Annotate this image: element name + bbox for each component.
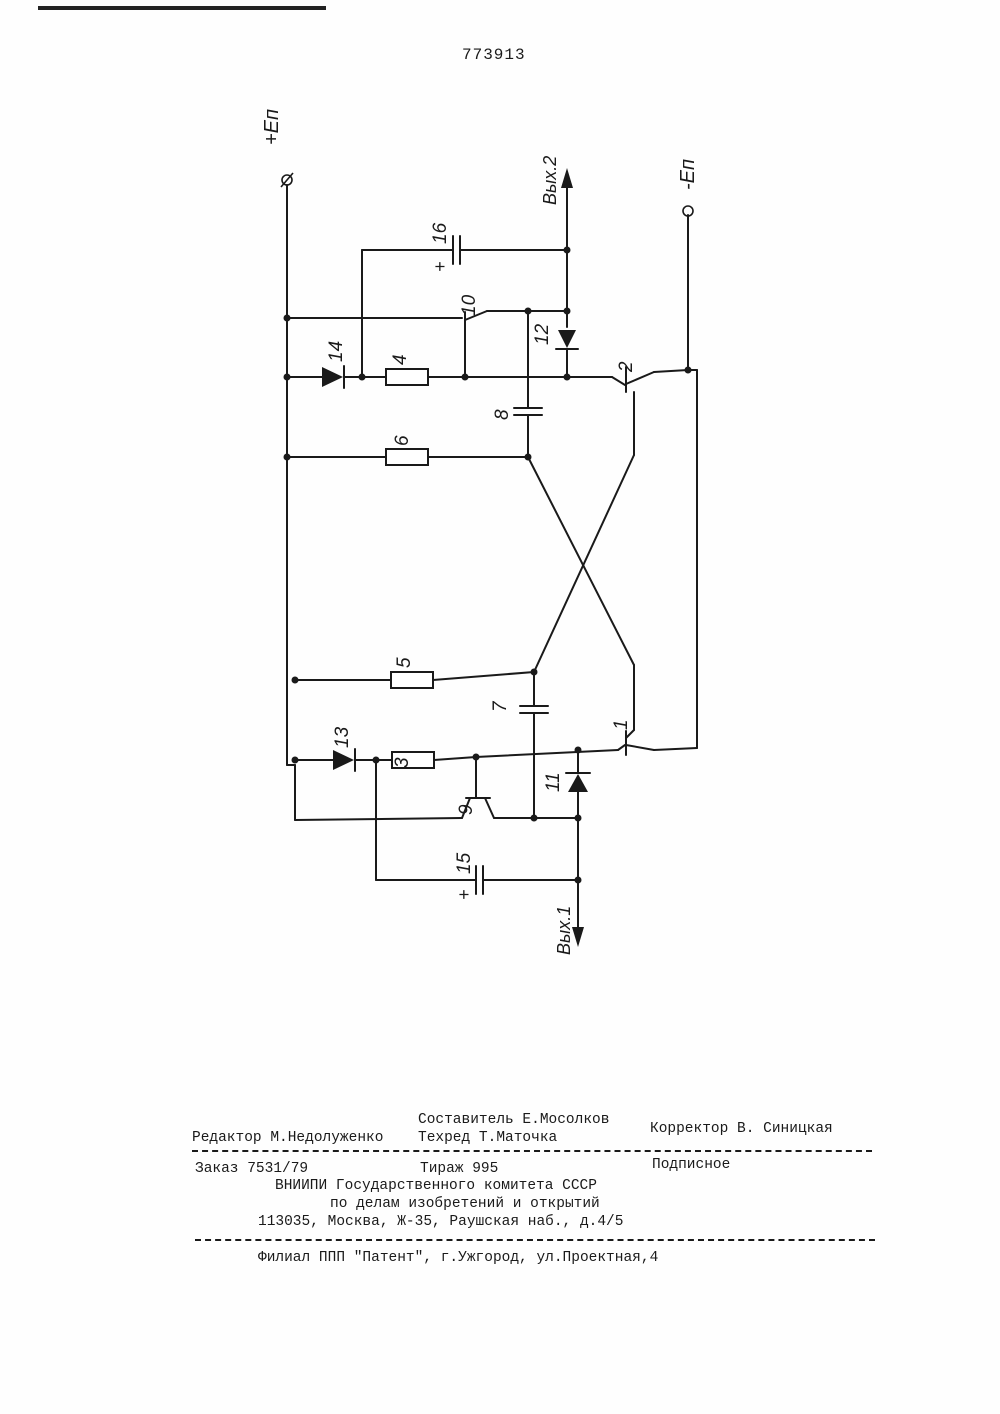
diode-11 bbox=[568, 774, 588, 792]
resistor-6 bbox=[386, 449, 428, 465]
editor-line: Редактор М.Недолуженко bbox=[192, 1130, 383, 1146]
label-c8: 8 bbox=[492, 409, 513, 420]
label-t2: 2 bbox=[616, 361, 637, 373]
diode-14 bbox=[322, 367, 343, 387]
out2-arrow bbox=[561, 168, 573, 188]
circuit-schematic: +Eп -Eп Вых.2 bbox=[0, 0, 1000, 1060]
diode-12 bbox=[558, 330, 576, 348]
divider-2 bbox=[195, 1239, 875, 1241]
label-d12: 12 bbox=[532, 323, 553, 345]
compiler-line: Составитель Е.Мосолков bbox=[418, 1112, 609, 1128]
resistor-4 bbox=[386, 369, 428, 385]
neg-supply-label: -Eп bbox=[677, 159, 699, 190]
out1-label: Вых.1 bbox=[554, 906, 574, 955]
label-r4: 4 bbox=[390, 354, 411, 365]
label-r6: 6 bbox=[392, 435, 413, 446]
out2-label: Вых.2 bbox=[540, 156, 560, 205]
label-c16: 16 bbox=[430, 222, 451, 244]
branch-line: Филиал ППП "Патент", г.Ужгород, ул.Проек… bbox=[258, 1250, 658, 1266]
label-r3: 3 bbox=[392, 757, 413, 768]
divider-1 bbox=[192, 1150, 872, 1152]
label-c7: 7 bbox=[490, 700, 511, 712]
circulation-line: Тираж 995 bbox=[420, 1161, 498, 1177]
subscription-line: Подписное bbox=[652, 1157, 730, 1173]
label-r5: 5 bbox=[394, 657, 415, 668]
corrector-line: Корректор В. Синицкая bbox=[650, 1121, 833, 1137]
label-c15: 15 bbox=[454, 852, 475, 874]
label-t9: 9 bbox=[456, 804, 477, 815]
label-d13: 13 bbox=[332, 726, 353, 748]
label-t1: 1 bbox=[611, 719, 632, 730]
resistor-5 bbox=[391, 672, 433, 688]
org-line-1: ВНИИПИ Государственного комитета СССР bbox=[275, 1178, 597, 1194]
order-line: Заказ 7531/79 bbox=[195, 1161, 308, 1177]
techred-line: Техред Т.Маточка bbox=[418, 1130, 557, 1146]
address-line: 113035, Москва, Ж-35, Раушская наб., д.4… bbox=[258, 1214, 623, 1230]
label-d11: 11 bbox=[543, 772, 564, 792]
diode-13 bbox=[333, 750, 354, 770]
label-t10: 10 bbox=[459, 294, 480, 316]
label-d14: 14 bbox=[326, 341, 347, 362]
plus-c16: + bbox=[430, 261, 450, 272]
org-line-2: по делам изобретений и открытий bbox=[330, 1196, 600, 1212]
plus-c15: + bbox=[454, 889, 474, 900]
pos-supply-label: +Eп bbox=[261, 109, 283, 145]
